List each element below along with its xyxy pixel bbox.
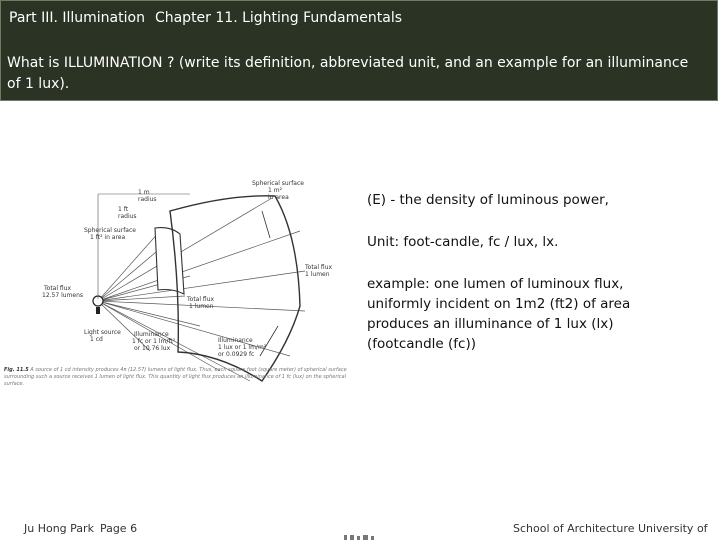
label-illum-left-3: or 10.76 lux [134, 345, 171, 352]
label-total-flux-1: Total flux [43, 285, 72, 292]
radius-guide [97, 193, 190, 299]
label-illum-right-3: or 0.0929 fc [218, 351, 254, 358]
label-large-sphere-3: in area [268, 194, 289, 201]
label-light-source-2: 1 cd [90, 336, 103, 343]
label-illum-right-1: Illuminance [218, 337, 253, 344]
unit-text: Unit: foot-candle, fc / lux, lx. [367, 234, 559, 250]
caption-text: A source of 1 cd intensity produces 4π (… [4, 367, 347, 387]
footer-left: Ju Hong Park Page 6 [24, 522, 137, 535]
slide-title: Part III. Illumination Chapter 11. Lighti… [9, 10, 402, 26]
light-rays [97, 197, 306, 382]
light-source-base [96, 307, 100, 314]
chapter-title: Chapter 11. Lighting Fundamentals [154, 10, 403, 26]
footer-cut-text-fragment [344, 535, 374, 540]
question-text: What is ILLUMINATION ? (write its defini… [7, 55, 689, 92]
label-total-mid-2: 1 lumen [189, 303, 214, 310]
label-light-source-1: Light source [84, 329, 121, 336]
slide-header: Part III. Illumination Chapter 11. Lighti… [0, 0, 718, 101]
illumination-figure: 1 m radius 1 ft radius Spherical surface… [42, 180, 333, 382]
label-radius-1m-word: radius [138, 196, 157, 203]
answer-text-block: (E) - the density of luminous power, Uni… [367, 190, 667, 354]
label-radius-1ft: 1 ft [118, 206, 129, 213]
label-radius-1ft-word: radius [118, 213, 137, 220]
footer-page: Page 6 [99, 522, 138, 535]
label-total-flux-2: 12.57 lumens [42, 292, 83, 299]
definition-text: (E) - the density of luminous power, [367, 192, 609, 208]
footer-author: Ju Hong Park [24, 522, 94, 535]
sphere-edge-lines [259, 210, 279, 357]
small-sphere-patch [154, 227, 185, 295]
caption-label: Fig. 11.5 [4, 367, 29, 373]
label-small-sphere-1: Spherical surface [84, 227, 136, 234]
label-small-sphere-2: 1 ft² in area [90, 234, 125, 241]
label-illum-left-1: Illuminance [134, 331, 169, 338]
label-large-sphere-2: 1 m² [268, 187, 283, 194]
label-illum-left-2: 1 fc or 1 lm/ft² [132, 338, 176, 345]
label-total-right-1: Total flux [304, 264, 333, 271]
example-text: example: one lumen of luminoux flux, uni… [367, 276, 631, 352]
figure-caption: Fig. 11.5 A source of 1 cd intensity pro… [4, 367, 356, 388]
label-illum-right-2: 1 lux or 1 lm/m² [218, 344, 267, 351]
part-title: Part III. Illumination [9, 10, 145, 26]
label-total-mid-1: Total flux [186, 296, 215, 303]
footer-school: School of Architecture University of [513, 522, 708, 535]
label-radius-1m: 1 m [138, 189, 150, 196]
label-large-sphere-1: Spherical surface [252, 180, 304, 187]
large-sphere-patch [169, 195, 301, 382]
label-total-right-2: 1 lumen [305, 271, 330, 278]
